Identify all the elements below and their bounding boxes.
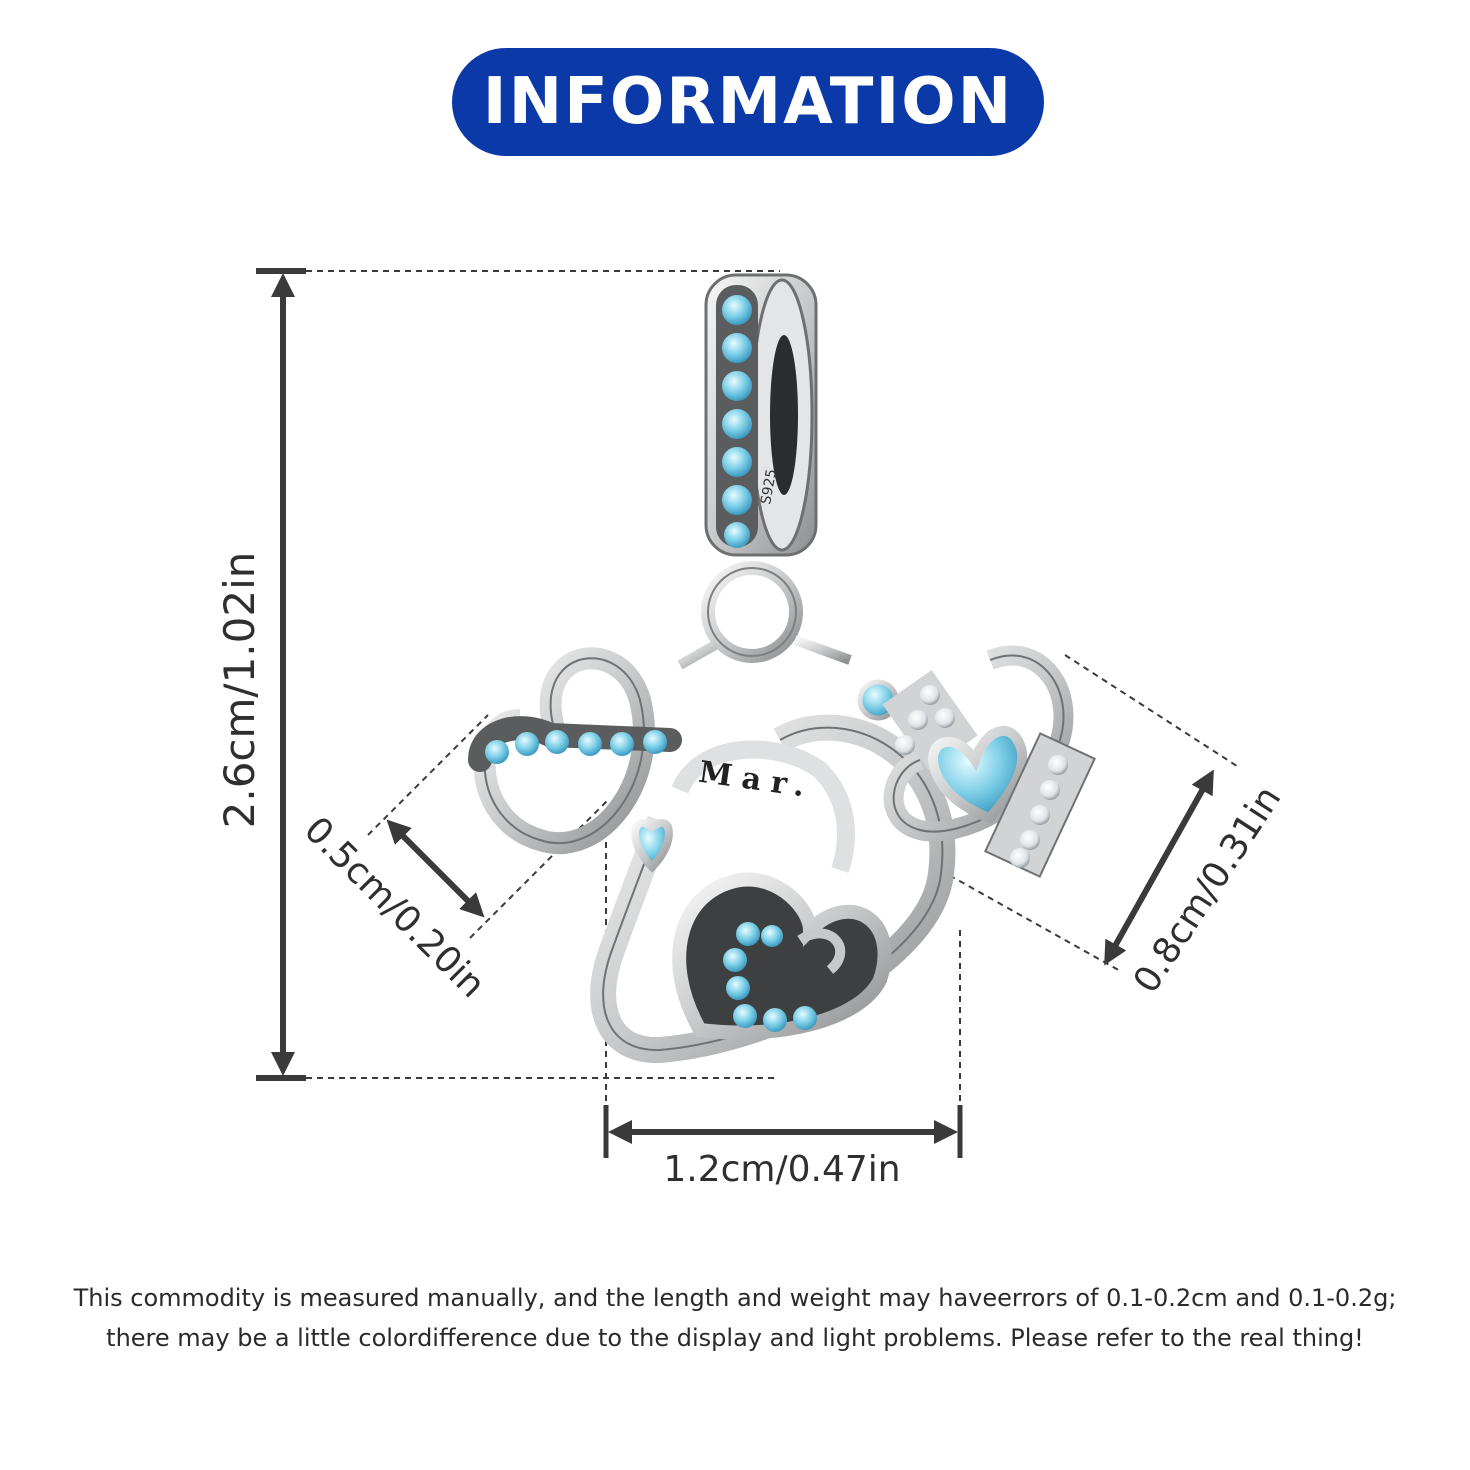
s925-stamp: S925 — [758, 468, 780, 506]
height-label: 2.6cm/1.02in — [215, 551, 264, 829]
infinity-dimension — [367, 714, 611, 939]
crown-dimension — [939, 654, 1241, 973]
crown-charm — [793, 635, 1096, 878]
header-banner: INFORMATION — [452, 48, 1044, 156]
infinity-charm — [468, 640, 718, 855]
height-dimension — [256, 268, 780, 1081]
footnote-line-2: there may be a little colordifference du… — [106, 1324, 1364, 1352]
footnote-line-1: This commodity is measured manually, and… — [73, 1284, 1397, 1312]
width-label: 1.2cm/0.47in — [663, 1149, 901, 1190]
spacer-bead — [704, 273, 818, 557]
